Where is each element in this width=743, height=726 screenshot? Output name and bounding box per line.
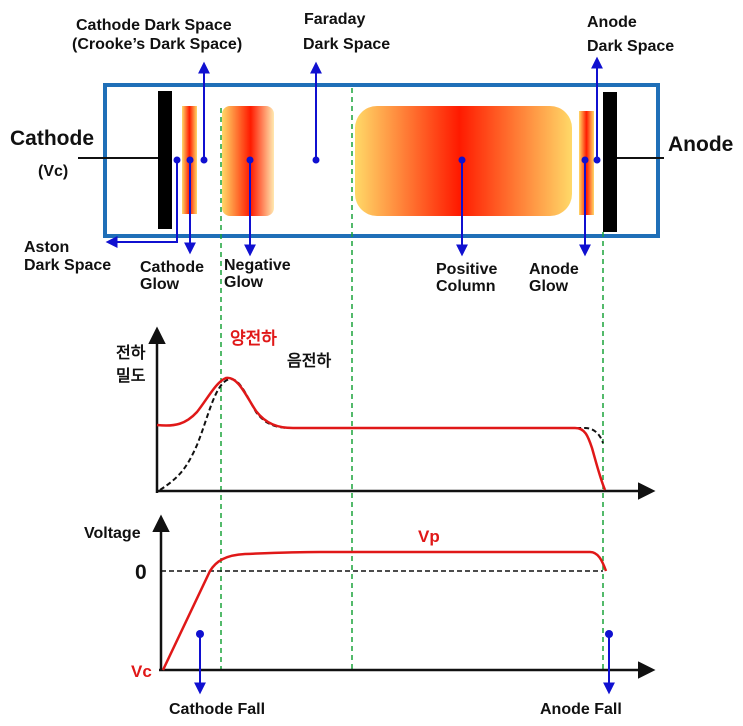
anode-label: Anode <box>668 133 733 156</box>
negative-glow-label: Negative <box>224 257 291 274</box>
pointer-dots <box>173 156 601 164</box>
anode-glow-label: Anode <box>529 261 579 278</box>
density-plot: 전하 밀도 양전하 음전하 <box>116 326 656 500</box>
cathode-electrode <box>158 91 172 229</box>
crookes-dark-space-label: (Crooke’s Dark Space) <box>72 36 242 53</box>
faraday-label: Faraday <box>304 11 365 28</box>
anode-dark-space-label: Dark Space <box>587 38 674 55</box>
negative-glow-label-2: Glow <box>224 274 264 291</box>
anode-glow-label-2: Glow <box>529 278 569 295</box>
cathode-label: Cathode <box>10 127 94 150</box>
anode-dark-label: Anode <box>587 14 637 31</box>
density-ylabel-2: 밀도 <box>116 366 146 385</box>
vc-label: Vc <box>131 662 152 681</box>
voltage-plot: Voltage 0 Vc Vp Cathode Fall Anode Fall <box>84 514 656 718</box>
voltage-curve <box>161 550 608 671</box>
aston-label: Aston <box>24 239 69 256</box>
density-ylabel: 전하 <box>116 344 146 362</box>
cathode-dark-space-label: Cathode Dark Space <box>76 17 232 34</box>
vp-label: Vp <box>418 527 440 546</box>
positive-charge-label: 양전하 <box>230 329 277 348</box>
faraday-dark-space-label: Dark Space <box>303 36 390 53</box>
aston-pointer <box>105 160 178 248</box>
positive-column-label-2: Column <box>436 278 496 295</box>
cathode-glow-label-2: Glow <box>140 276 180 293</box>
voltage-ylabel: Voltage <box>84 525 141 542</box>
positive-charge-curve <box>156 376 607 491</box>
cathode-fall-label: Cathode Fall <box>169 701 265 718</box>
zero-voltage-label: 0 <box>135 561 147 584</box>
region-pointers <box>105 56 603 257</box>
cathode-glow-label: Cathode <box>140 259 204 276</box>
region-guide-lines <box>220 88 604 670</box>
anode-electrode <box>603 92 617 232</box>
tube-outline <box>103 83 660 238</box>
cathode-voltage-label: (Vc) <box>38 163 68 180</box>
aston-dark-space-label: Dark Space <box>24 257 111 274</box>
cathode-fall-dot <box>196 630 204 638</box>
negative-charge-curve <box>159 377 604 491</box>
anode-fall-dot <box>605 630 613 638</box>
negative-charge-label: 음전하 <box>287 352 331 370</box>
anode-fall-label: Anode Fall <box>540 701 622 718</box>
positive-column-label: Positive <box>436 261 497 278</box>
